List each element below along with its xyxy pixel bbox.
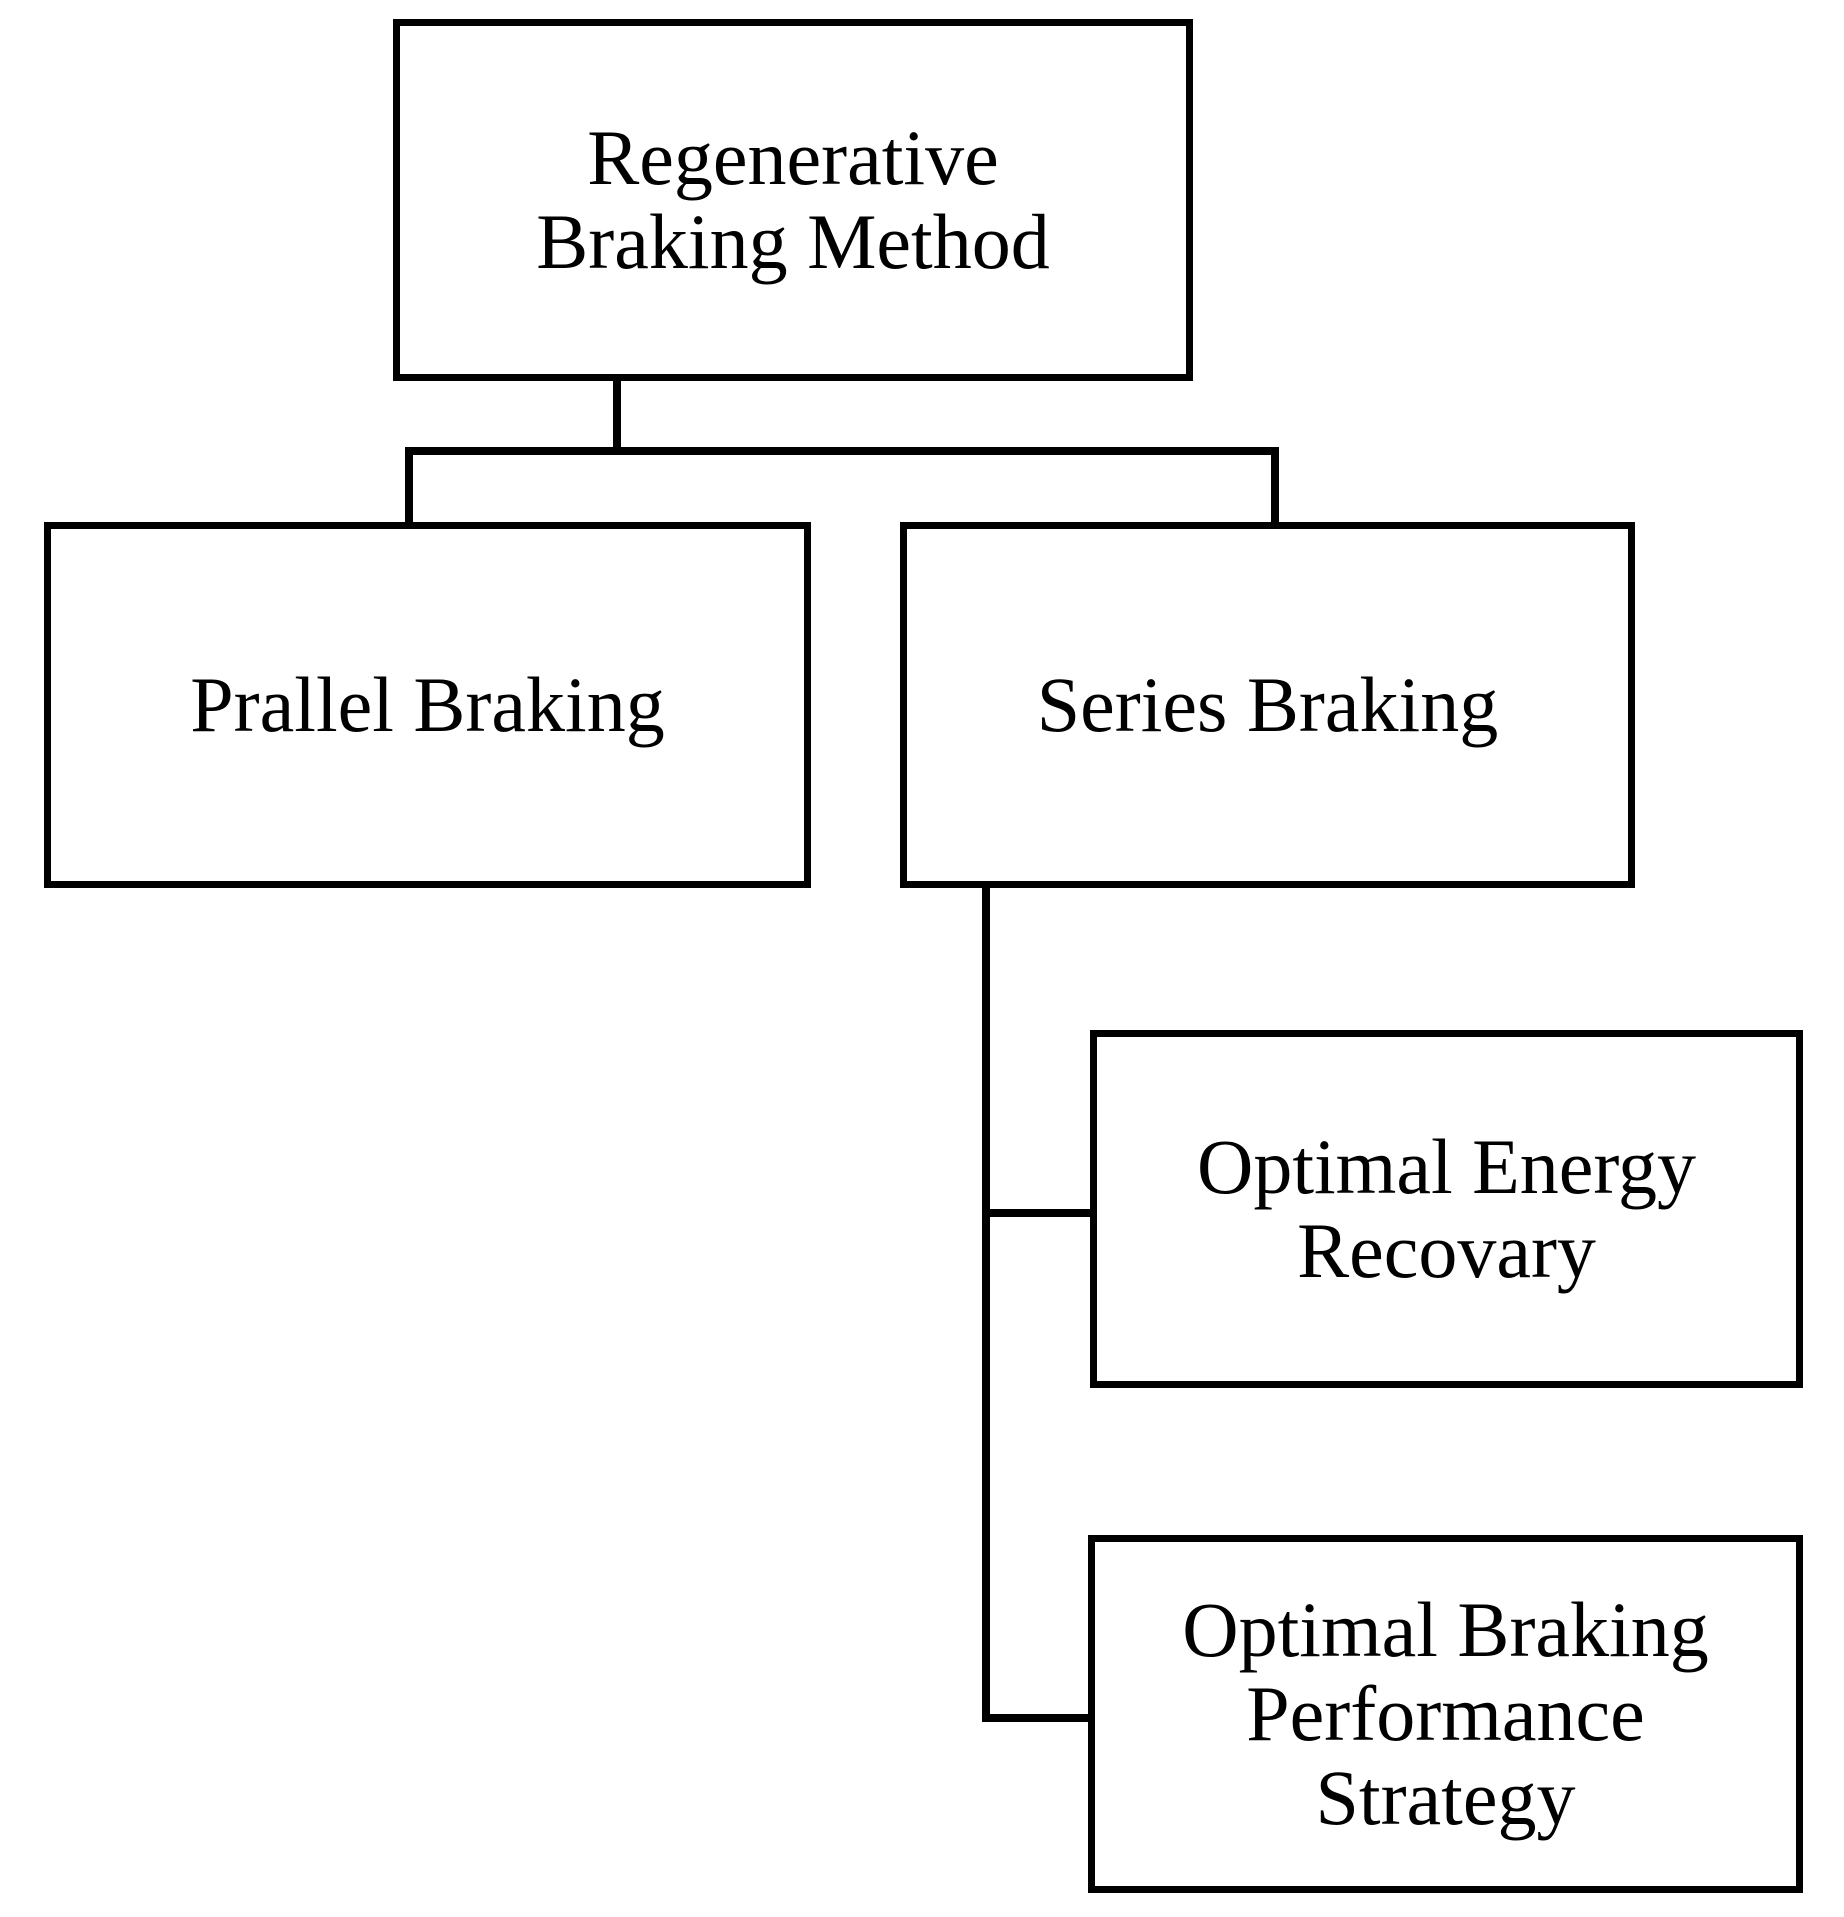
node-label-energy: Optimal Energy Recovary: [1197, 1122, 1696, 1294]
edge-root-horizontal-bus: [405, 447, 1279, 455]
node-label-strategy: Optimal Braking Performance Strategy: [1182, 1585, 1709, 1842]
edge-root-to-series: [1271, 447, 1279, 527]
node-prallel-braking[interactable]: Prallel Braking: [44, 522, 811, 888]
edge-root-to-parallel: [405, 447, 413, 527]
node-label-root: Regenerative Braking Method: [536, 113, 1050, 285]
node-optimal-braking-performance-strategy[interactable]: Optimal Braking Performance Strategy: [1088, 1535, 1803, 1893]
node-label-series: Series Braking: [1036, 660, 1499, 748]
edge-series-to-braking-strategy: [982, 1714, 1094, 1722]
node-regenerative-braking-method[interactable]: Regenerative Braking Method: [393, 19, 1193, 381]
edge-series-to-energy-recovery: [982, 1209, 1094, 1217]
node-series-braking[interactable]: Series Braking: [900, 522, 1635, 888]
edge-series-spine: [982, 884, 990, 1722]
edge-root-stem: [613, 378, 621, 454]
node-label-parallel: Prallel Braking: [190, 660, 665, 748]
node-optimal-energy-recovary[interactable]: Optimal Energy Recovary: [1090, 1030, 1803, 1388]
